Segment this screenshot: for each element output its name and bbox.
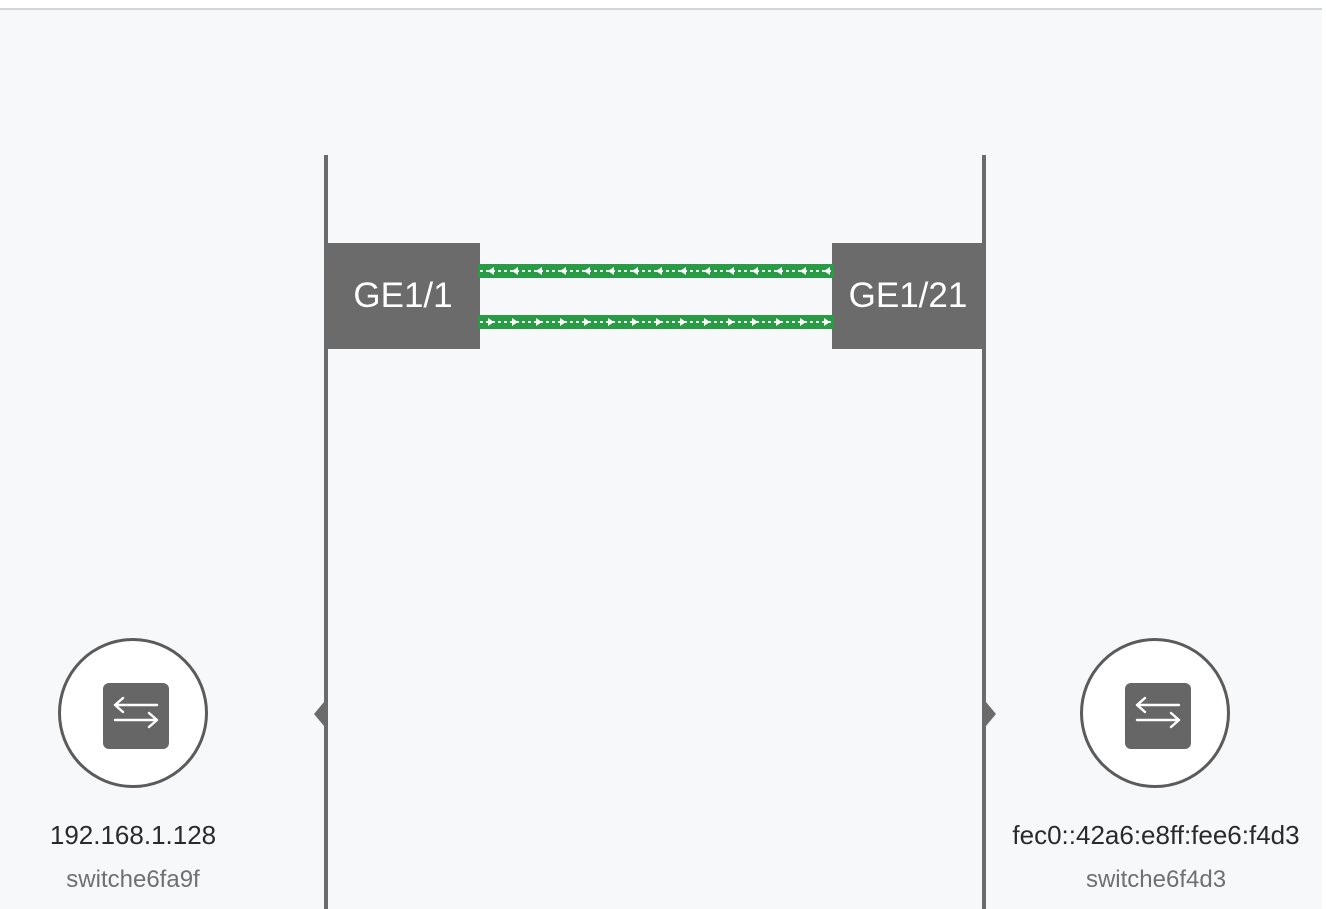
link-arrow (704, 267, 710, 275)
link-arrow (488, 318, 494, 326)
link-arrow (680, 267, 686, 275)
device-left-node[interactable] (58, 638, 208, 788)
link-arrow (800, 318, 806, 326)
link-arrow (512, 267, 518, 275)
link-arrow (728, 267, 734, 275)
right-edge-strip (1322, 0, 1326, 909)
port-right[interactable]: GE1/21 (832, 243, 984, 349)
right-pointer-caret (986, 702, 996, 726)
link-arrow (752, 267, 758, 275)
link-arrow (752, 318, 758, 326)
link-arrow (632, 267, 638, 275)
link-arrow (536, 267, 542, 275)
link-arrow (824, 318, 830, 326)
device-left-name: switche6fa9f (66, 866, 200, 893)
link-arrow (608, 267, 614, 275)
right-switch-lifeline (982, 155, 986, 909)
left-switch-lifeline (324, 155, 328, 909)
left-pointer-caret (314, 702, 324, 726)
port-left-label: GE1/1 (353, 276, 453, 315)
port-links[interactable] (478, 258, 834, 338)
device-right-node[interactable] (1080, 638, 1230, 788)
link-top[interactable] (478, 264, 834, 278)
link-arrow (632, 318, 638, 326)
device-right-name: switche6f4d3 (1085, 866, 1227, 893)
link-top-arrows (488, 267, 830, 275)
link-arrow (656, 267, 662, 275)
link-arrow (704, 318, 710, 326)
link-arrow (536, 318, 542, 326)
link-arrow (512, 318, 518, 326)
link-bottom[interactable] (478, 315, 834, 329)
switch-icon (1125, 683, 1191, 749)
link-arrow (680, 318, 686, 326)
link-arrow (560, 318, 566, 326)
port-right-label: GE1/21 (848, 276, 968, 315)
top-border (0, 0, 1326, 10)
link-arrow (608, 318, 614, 326)
link-arrow (488, 267, 494, 275)
link-arrow (584, 318, 590, 326)
link-arrow (776, 318, 782, 326)
link-arrow (776, 267, 782, 275)
device-left-ip: 192.168.1.128 (49, 820, 217, 850)
device-right-ip: fec0::42a6:e8ff:fee6:f4d3 (1012, 820, 1300, 850)
switch-icon (103, 683, 169, 749)
link-arrow (824, 267, 830, 275)
port-left[interactable]: GE1/1 (326, 243, 480, 349)
link-arrow (656, 318, 662, 326)
link-arrow (560, 267, 566, 275)
link-bottom-arrows (488, 318, 830, 326)
link-arrow (584, 267, 590, 275)
link-arrow (728, 318, 734, 326)
link-arrow (800, 267, 806, 275)
